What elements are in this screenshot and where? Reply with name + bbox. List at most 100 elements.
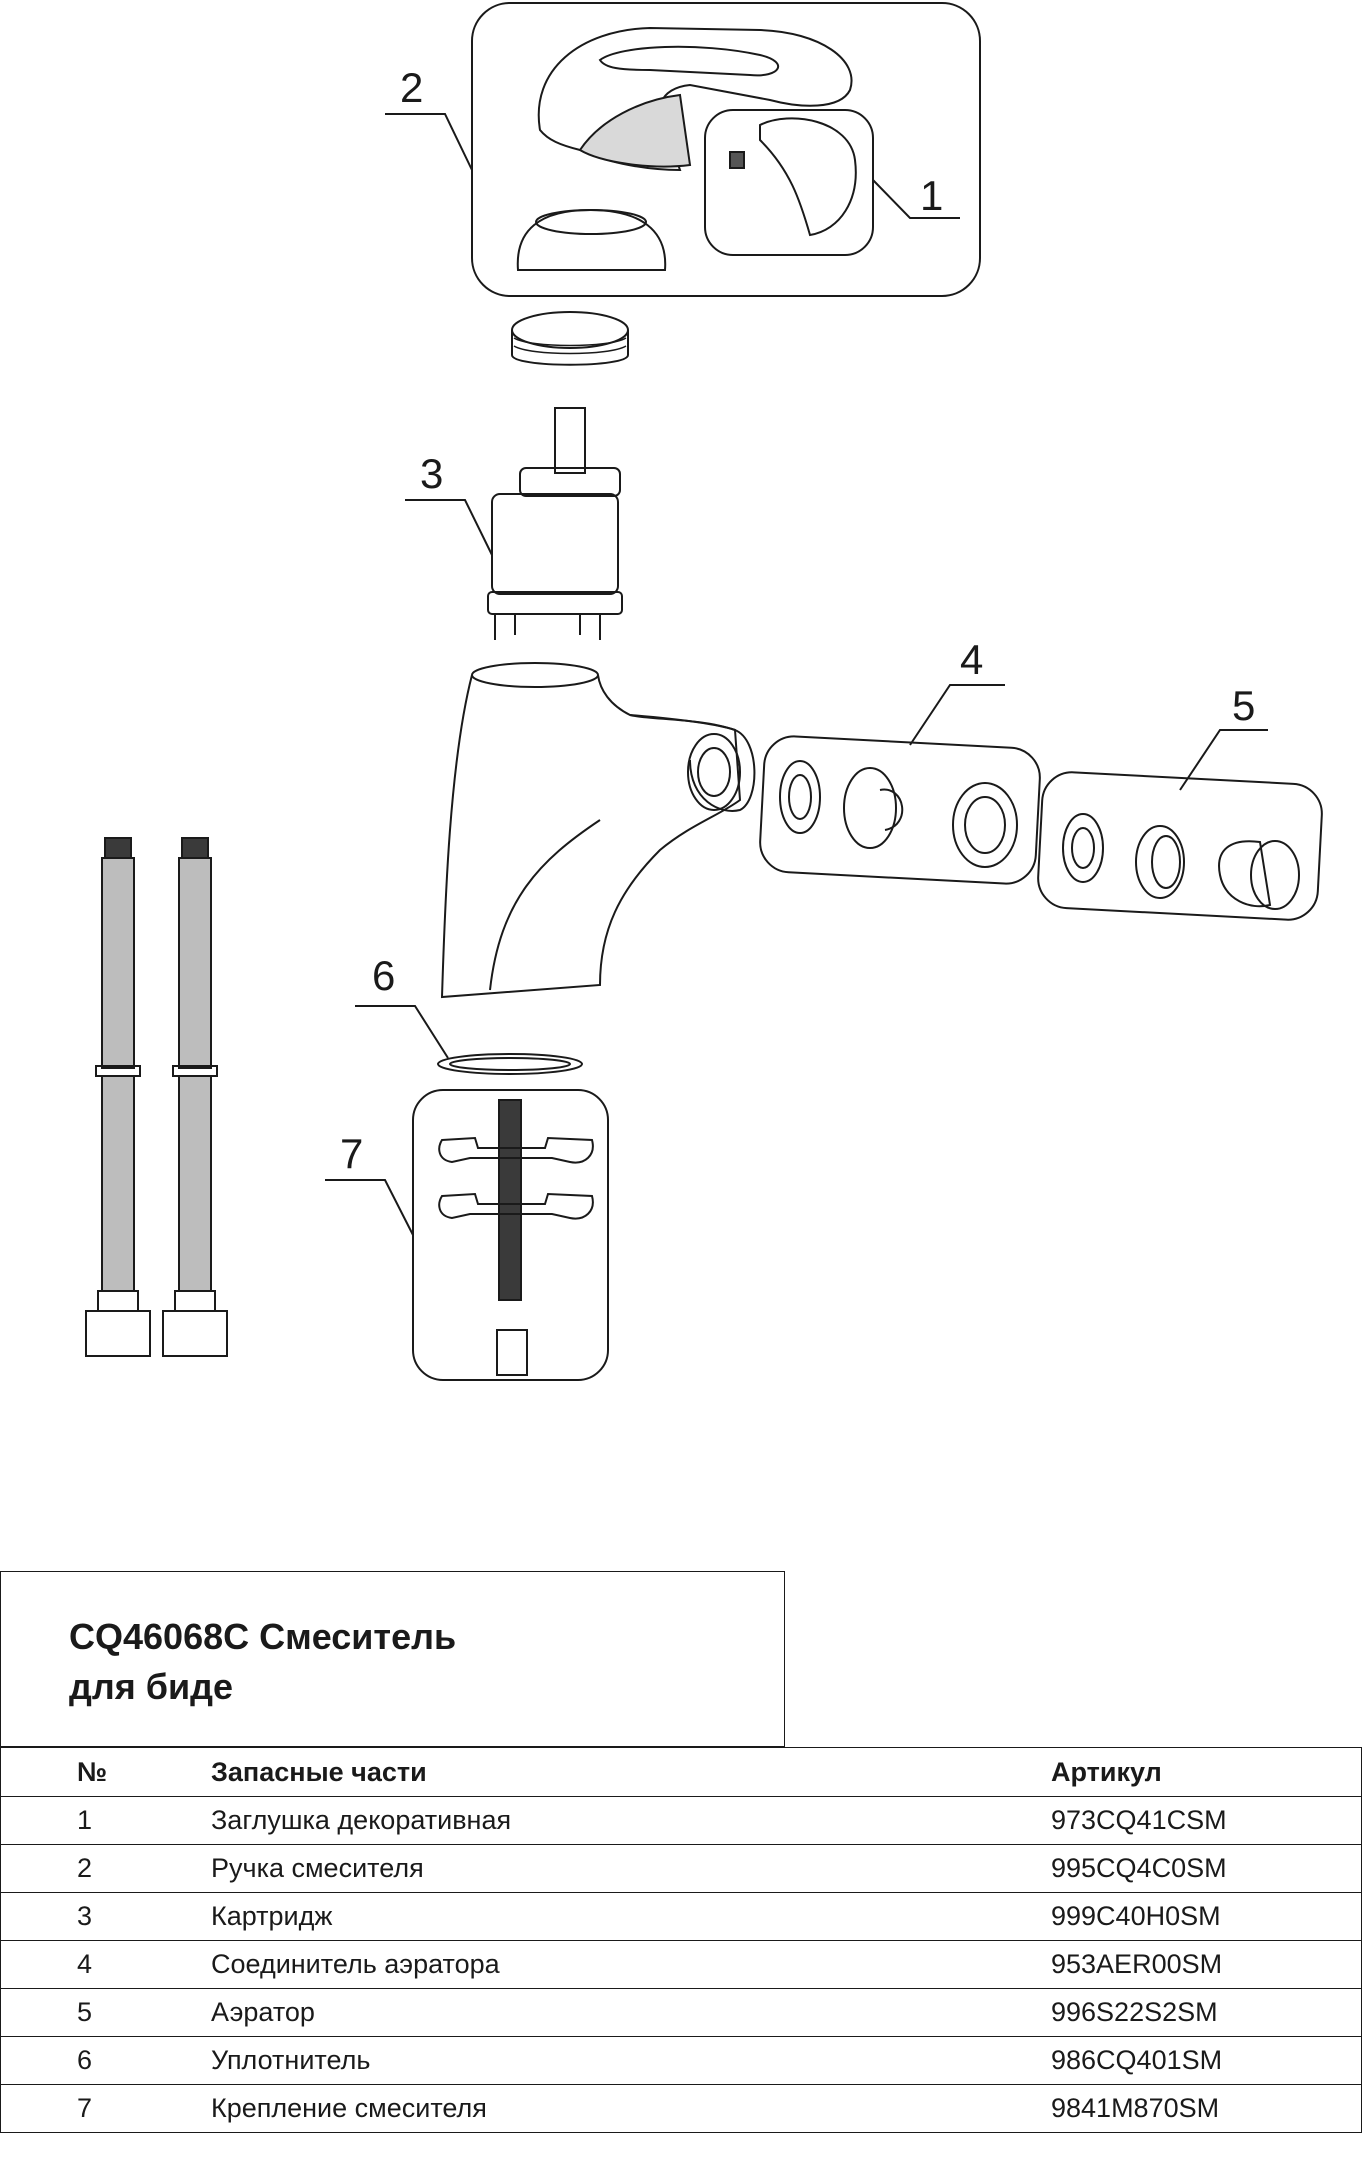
callout-3: 3 [420, 450, 443, 497]
leader-5 [1179, 729, 1268, 791]
mounting-plate-lower [438, 1192, 594, 1220]
header-number: № [0, 1747, 211, 1797]
cartridge-body [491, 493, 619, 595]
row-part: Уплотнитель [211, 2036, 1051, 2085]
callout-5: 5 [1232, 682, 1255, 729]
table-row: 7 Крепление смесителя 9841M870SM [0, 2084, 1362, 2133]
row-article: 995CQ4C0SM [1051, 1844, 1362, 1893]
cartridge-collar [519, 467, 621, 497]
callout-4: 4 [960, 636, 983, 683]
cartridge-group [487, 311, 629, 640]
connector-nipple [843, 767, 897, 849]
product-title: CQ46068C Смеситель [69, 1616, 457, 1657]
row-article: 9841M870SM [1051, 2084, 1362, 2133]
gasket-inner [449, 1057, 571, 1071]
leader-3 [405, 499, 493, 556]
aerator-housing [1218, 840, 1272, 908]
lock-nut-thread [513, 337, 627, 355]
header-part: Запасные части [211, 1747, 1051, 1797]
mounting-sleeve-nut [496, 1329, 528, 1376]
row-number: 1 [0, 1796, 211, 1845]
mixer-body [440, 662, 756, 999]
connector-nut-inner [964, 796, 1006, 854]
row-part: Аэратор [211, 1988, 1051, 2037]
aerator-connector-box [759, 735, 1041, 885]
mounting-kit-group [412, 1089, 609, 1381]
mounting-plate-upper [438, 1136, 594, 1164]
table-row: 5 Аэратор 996S22S2SM [0, 1988, 1362, 2037]
leader-7 [325, 1179, 414, 1236]
row-number: 4 [0, 1940, 211, 1989]
product-subtitle: для биде [69, 1666, 233, 1707]
aerator-group [1037, 771, 1323, 921]
leader-lines [325, 113, 1268, 1236]
row-part: Соединитель аэратора [211, 1940, 1051, 1989]
callout-1: 1 [920, 172, 943, 219]
callout-7: 7 [340, 1130, 363, 1177]
handle-group [471, 2, 981, 297]
header-article: Артикул [1051, 1747, 1362, 1797]
aerator-housing-face [1250, 840, 1300, 910]
decorative-plug [759, 117, 857, 237]
row-article: 996S22S2SM [1051, 1988, 1362, 2037]
connector-nut [952, 782, 1018, 868]
connector-washer-inner [788, 774, 812, 820]
mounting-stud [498, 1099, 522, 1301]
spare-parts-table: № Запасные части Артикул 1 Заглушка деко… [0, 1747, 1362, 2133]
gasket [437, 1053, 583, 1075]
leader-6 [355, 1005, 449, 1059]
callout-2: 2 [400, 64, 423, 111]
row-part: Заглушка декоративная [211, 1796, 1051, 1845]
leader-4 [909, 684, 1005, 746]
table-row: 2 Ручка смесителя 995CQ4C0SM [0, 1844, 1362, 1893]
body-outline [440, 674, 742, 999]
plug-screw [729, 151, 745, 169]
cartridge-stem [554, 407, 586, 474]
body-spout [629, 714, 756, 812]
exploded-parts-diagram: 1 2 3 4 5 6 7 [85, 2, 1323, 1381]
table-header-row: № Запасные части Артикул [0, 1747, 1362, 1797]
cartridge-pins [494, 614, 601, 640]
body-top-opening [471, 662, 599, 688]
aerator-insert-inner [1151, 835, 1181, 889]
aerator-box [1037, 771, 1323, 921]
row-part: Крепление смесителя [211, 2084, 1051, 2133]
callout-6: 6 [372, 952, 395, 999]
body-shading [489, 819, 601, 991]
connector-nipple-tip [879, 788, 904, 831]
row-article: 973CQ41CSM [1051, 1796, 1362, 1845]
lock-nut [511, 330, 629, 366]
hose-right [162, 837, 228, 1357]
hose-left [85, 837, 151, 1357]
aerator-insert [1135, 825, 1185, 899]
row-number: 5 [0, 1988, 211, 2037]
table-row: 3 Картридж 999C40H0SM [0, 1892, 1362, 1941]
row-number: 2 [0, 1844, 211, 1893]
handle-lever-base [578, 93, 692, 168]
leader-1 [872, 179, 960, 219]
cartridge-base [487, 591, 623, 615]
row-number: 3 [0, 1892, 211, 1941]
aerator-washer-inner [1071, 827, 1095, 869]
plug-box [704, 109, 874, 256]
connector-washer [779, 760, 821, 834]
table-row: 1 Заглушка декоративная 973CQ41CSM [0, 1796, 1362, 1845]
aerator-connector-group [759, 735, 1041, 885]
body-spout-outlet [687, 733, 741, 811]
leader-2 [385, 113, 473, 171]
flexible-hoses [85, 837, 228, 1357]
handle-group-box [471, 2, 981, 297]
aerator-washer [1062, 813, 1104, 883]
row-article: 986CQ401SM [1051, 2036, 1362, 2085]
row-number: 7 [0, 2084, 211, 2133]
row-number: 6 [0, 2036, 211, 2085]
row-article: 953AER00SM [1051, 1940, 1362, 1989]
row-article: 999C40H0SM [1051, 1892, 1362, 1941]
handle-cap-top [535, 209, 647, 235]
callout-numbers: 1 2 3 4 5 6 7 [340, 64, 1255, 1177]
title-box: CQ46068C Смеситель для биде [0, 1571, 785, 1747]
handle-lever-opening [598, 45, 780, 77]
row-part: Картридж [211, 1892, 1051, 1941]
row-part: Ручка смесителя [211, 1844, 1051, 1893]
table-row: 4 Соединитель аэратора 953AER00SM [0, 1940, 1362, 1989]
